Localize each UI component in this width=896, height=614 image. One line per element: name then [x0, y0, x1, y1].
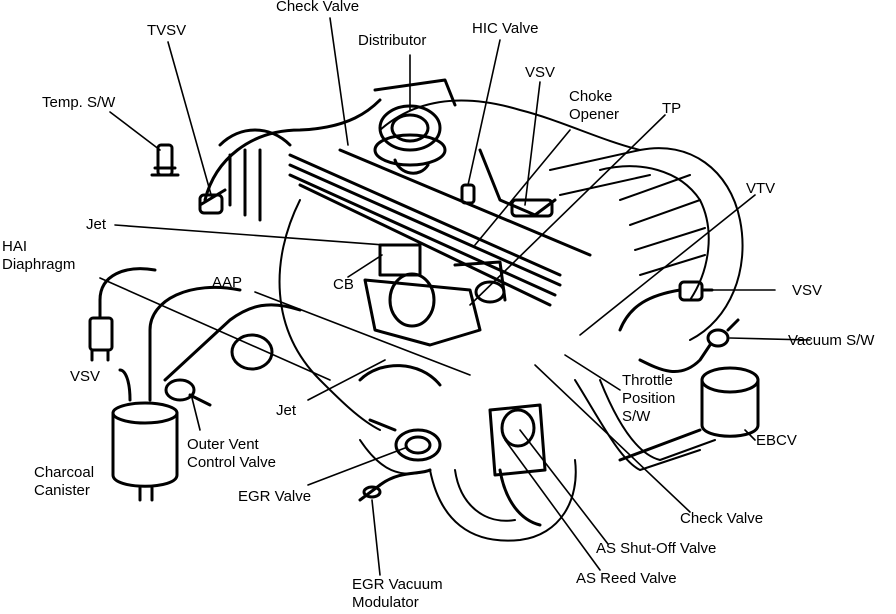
leader-vsv-top	[524, 81, 541, 206]
label-choke-opener-line2: Opener	[569, 106, 620, 123]
vacuum-sw-component	[638, 318, 740, 374]
label-check-valve-bottom: Check Valve	[680, 510, 764, 527]
leader-as-shutoff	[519, 429, 609, 545]
label-egr-vacuum-modulator-line2: Modulator	[352, 594, 419, 611]
label-cb: CB	[333, 276, 354, 293]
leader-outer-vent	[191, 397, 201, 431]
leader-jet-bottom	[307, 359, 386, 401]
label-egr-vacuum-modulator: EGR Vacuum Modulator	[352, 576, 443, 612]
label-hai-diaphragm: HAI Diaphragm	[2, 238, 75, 274]
label-outer-vent-control-valve: Outer Vent Control Valve	[187, 436, 276, 472]
vsv-top-component	[510, 198, 554, 218]
leader-hai	[99, 277, 331, 381]
label-throttle-position-line1: Throttle	[622, 372, 673, 389]
label-vsv-right: VSV	[792, 282, 823, 299]
label-vacuum-sw: Vacuum S/W	[788, 332, 875, 349]
leader-cb	[347, 254, 383, 278]
label-hic-valve: HIC Valve	[472, 20, 539, 37]
label-jet-top: Jet	[86, 216, 107, 233]
label-charcoal-canister: Charcoal Canister	[34, 464, 94, 500]
label-vsv-left: VSV	[70, 368, 101, 385]
label-outer-vent-line1: Outer Vent	[187, 436, 259, 453]
leader-check-valve-top	[329, 17, 349, 146]
as-valves-component	[488, 403, 547, 527]
label-distributor: Distributor	[358, 32, 427, 49]
label-charcoal-canister-line2: Canister	[34, 482, 90, 499]
leader-check-valve-bottom	[534, 364, 691, 513]
carburetor-shape	[363, 243, 507, 347]
label-throttle-position-sw: Throttle Position S/W	[622, 372, 675, 426]
distributor-shape	[373, 78, 457, 175]
leader-tp	[469, 114, 666, 306]
label-temp-sw: Temp. S/W	[42, 94, 116, 111]
leader-ebcv	[744, 429, 756, 441]
vsv-left-component	[88, 267, 157, 362]
label-choke-opener: Choke Opener	[569, 88, 619, 124]
label-hai-diaphragm-line2: Diaphragm	[2, 256, 76, 273]
egr-valve-component	[358, 364, 442, 462]
leader-as-reed	[504, 439, 601, 571]
leader-throttle-position	[564, 354, 621, 391]
aap-component	[230, 333, 274, 371]
label-jet-bottom: Jet	[276, 402, 297, 419]
label-charcoal-canister-line1: Charcoal	[34, 464, 95, 481]
charcoal-canister-component	[111, 285, 242, 502]
label-aap: AAP	[212, 274, 243, 291]
leader-tvsv	[167, 41, 213, 199]
leader-choke-opener	[474, 129, 571, 246]
egr-vacuum-modulator-component	[358, 468, 432, 502]
leader-egr-valve	[307, 447, 406, 486]
leader-egr-vacuum-modulator	[371, 499, 381, 576]
vsv-right-component	[618, 280, 714, 332]
label-outer-vent-line2: Control Valve	[187, 454, 276, 471]
label-ebcv: EBCV	[756, 432, 797, 449]
leader-hic-valve	[467, 39, 501, 186]
label-check-valve-top: Check Valve	[276, 0, 360, 15]
label-egr-valve: EGR Valve	[238, 488, 312, 505]
label-vtv: VTV	[746, 180, 776, 197]
label-hai-diaphragm-line1: HAI	[2, 238, 28, 255]
leader-temp-sw	[109, 111, 161, 151]
leader-lines	[99, 17, 811, 576]
label-throttle-position-line3: S/W	[622, 408, 651, 425]
leader-aap	[254, 291, 471, 376]
label-choke-opener-line1: Choke	[569, 88, 613, 105]
leader-vtv	[579, 194, 756, 336]
label-tvsv: TVSV	[147, 22, 187, 39]
leader-jet-top	[114, 224, 386, 246]
outer-vent-valve-component	[163, 303, 302, 407]
label-throttle-position-line2: Position	[622, 390, 676, 407]
label-as-shutoff-valve: AS Shut-Off Valve	[596, 540, 717, 557]
ebcv-component	[618, 366, 760, 462]
label-egr-vacuum-modulator-line1: EGR Vacuum	[352, 576, 443, 593]
label-as-reed-valve: AS Reed Valve	[576, 570, 677, 587]
label-vsv-top: VSV	[525, 64, 556, 81]
leader-vacuum-sw	[729, 337, 811, 341]
label-tp: TP	[662, 100, 682, 117]
temp-sw-component	[150, 143, 180, 177]
